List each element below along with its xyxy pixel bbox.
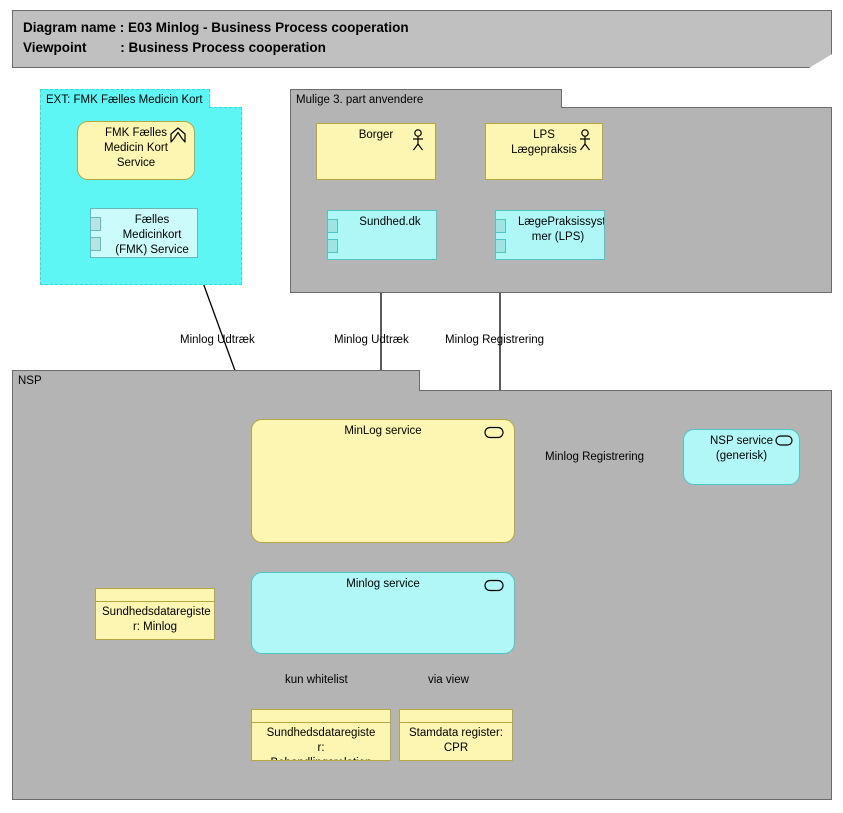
viewpoint-line: Viewpoint : Business Process cooperation	[23, 40, 326, 55]
component-tab-bottom-icon	[91, 237, 101, 251]
node-laegepraksissystemer-lps[interactable]: LægePraksissyste mer (LPS)	[495, 210, 605, 260]
node-sundhedsdataregister-behandlingsrelation[interactable]: Sundhedsdataregiste r: Behandlingsrelati…	[251, 709, 391, 761]
node-lps-laegepraksis[interactable]: LPS Lægepraksis	[485, 123, 603, 180]
node-sundhedsdataregister-minlog[interactable]: Sundhedsdataregiste r: Minlog	[95, 588, 215, 640]
actor-icon	[580, 129, 590, 151]
node-stamdata-cpr-label: Stamdata register: CPR	[409, 727, 503, 754]
node-minlog-service-tech-label: Minlog service	[346, 578, 420, 590]
component-tab-bottom-icon	[328, 239, 338, 253]
node-minlog-service-application[interactable]: MinLog service	[251, 419, 515, 543]
component-tab-bottom-icon	[496, 239, 506, 253]
node-sdr-minlog-label: Sundhedsdataregiste r: Minlog	[102, 606, 211, 633]
actor-icon	[413, 129, 423, 151]
node-fmk-service-label: FMK Fælles Medicin Kort Service	[104, 127, 168, 169]
data-object-header-icon	[252, 710, 390, 723]
conn-label-kun-whitelist: kun whitelist	[285, 674, 348, 686]
data-object-header-icon	[400, 710, 512, 723]
component-tab-top-icon	[328, 219, 338, 233]
conn-label-lps-to-minlog: Minlog Registrering	[445, 334, 545, 346]
node-stamdata-register-cpr[interactable]: Stamdata register: CPR	[399, 709, 513, 761]
group-third-party-label: Mulige 3. part anvendere	[290, 89, 562, 108]
group-ext-fmk-label: EXT: FMK Fælles Medicin Kort	[40, 89, 210, 108]
node-nsp-service-label: NSP service (generisk)	[709, 435, 774, 462]
component-tab-top-icon	[496, 219, 506, 233]
business-process-icon	[170, 127, 186, 143]
conn-label-nspservice-to-minlog: Minlog Registrering	[545, 451, 645, 463]
service-icon	[484, 579, 504, 592]
node-lps-system-label: LægePraksissyste mer (LPS)	[518, 216, 605, 243]
node-minlog-service-technology[interactable]: Minlog service	[251, 572, 515, 654]
diagram-name-line: Diagram name : E03 Minlog - Business Pro…	[23, 20, 409, 35]
node-fmk-component-label: Fælles Medicinkort (FMK) Service	[115, 214, 189, 256]
conn-label-sundheddk-to-minlog: Minlog Udtræk	[334, 334, 409, 346]
node-fmk-faelles-medicin-kort-service[interactable]: FMK Fælles Medicin Kort Service	[77, 121, 195, 180]
node-sundhed-dk-label: Sundhed.dk	[359, 216, 421, 228]
node-borger-label: Borger	[358, 129, 394, 141]
node-minlog-service-app-label: MinLog service	[344, 425, 422, 437]
group-nsp-label: NSP	[12, 370, 420, 391]
node-lps-label: LPS Lægepraksis	[511, 129, 577, 156]
node-sdr-behandlingsrelation-label: Sundhedsdataregiste r: Behandlingsrelati…	[266, 727, 376, 760]
service-icon	[484, 426, 504, 439]
diagram-header-note: Diagram name : E03 Minlog - Business Pro…	[12, 10, 832, 68]
node-sundhed-dk[interactable]: Sundhed.dk	[327, 210, 437, 260]
service-icon	[775, 435, 793, 446]
data-object-header-icon	[96, 589, 214, 602]
conn-label-via-view: via view	[428, 674, 469, 686]
component-tab-top-icon	[91, 217, 101, 231]
group-third-party: Mulige 3. part anvendere	[290, 89, 832, 293]
node-borger[interactable]: Borger	[316, 123, 436, 180]
conn-label-fmk-to-minlog: Minlog Udtræk	[180, 334, 255, 346]
node-faelles-medicinkort-fmk-service[interactable]: Fælles Medicinkort (FMK) Service	[90, 208, 198, 258]
node-nsp-service-generisk[interactable]: NSP service (generisk)	[683, 429, 800, 485]
